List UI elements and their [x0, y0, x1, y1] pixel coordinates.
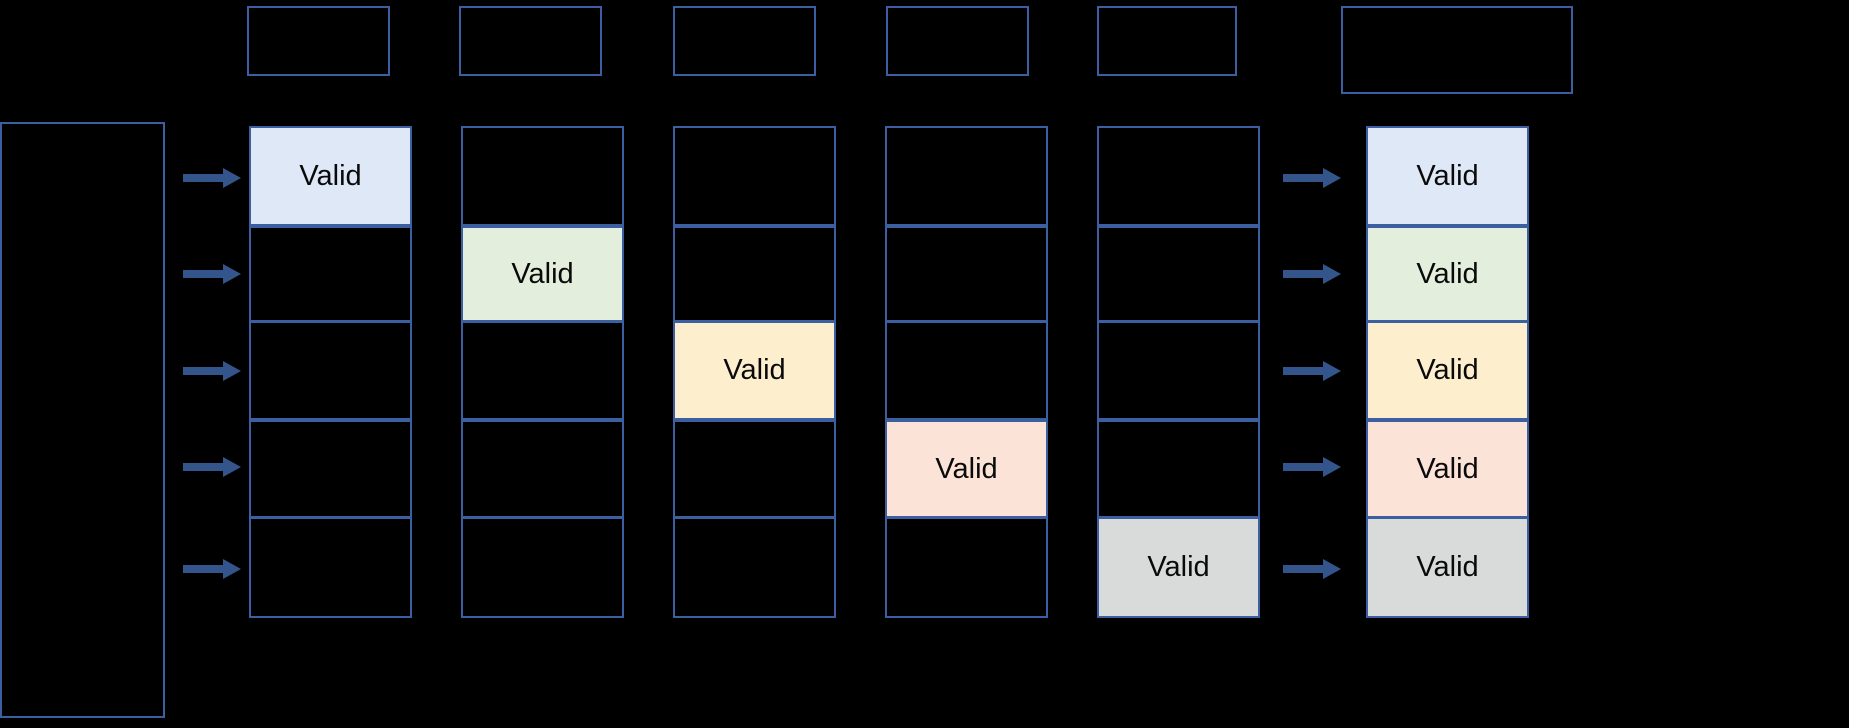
column-5-cell-4-empty[interactable] [1097, 420, 1260, 518]
column-3-cell-1-empty[interactable] [673, 126, 836, 226]
column-4-cell-2-empty[interactable] [885, 226, 1048, 322]
column-1-cell-1-valid[interactable]: Valid [249, 126, 412, 226]
column-2-cell-4-empty[interactable] [461, 420, 624, 518]
arrow-out-4-icon [1283, 454, 1341, 480]
arrow-in-1-icon [183, 165, 241, 191]
column-4-cell-3-empty[interactable] [885, 321, 1048, 420]
column-2-cell-5-empty[interactable] [461, 517, 624, 618]
column-2-cell-2-valid[interactable]: Valid [461, 226, 624, 322]
header-1 [247, 6, 390, 76]
arrow-in-2-icon [183, 261, 241, 287]
arrow-out-2-icon [1283, 261, 1341, 287]
header-2 [459, 6, 602, 76]
source-pool-box [0, 122, 165, 718]
column-1-cell-5-empty[interactable] [249, 517, 412, 618]
column-2-cell-3-empty[interactable] [461, 321, 624, 420]
column-1-cell-4-empty[interactable] [249, 420, 412, 518]
column-6-result-cell-2-valid[interactable]: Valid [1366, 226, 1529, 322]
column-3-cell-5-empty[interactable] [673, 517, 836, 618]
header-4 [886, 6, 1029, 76]
column-6-result-cell-3-valid[interactable]: Valid [1366, 321, 1529, 420]
column-4-cell-4-valid[interactable]: Valid [885, 420, 1048, 518]
column-6-result-cell-4-valid[interactable]: Valid [1366, 420, 1529, 518]
arrow-out-3-icon [1283, 358, 1341, 384]
column-6-result-cell-5-valid[interactable]: Valid [1366, 517, 1529, 618]
arrow-in-4-icon [183, 454, 241, 480]
column-1-cell-2-empty[interactable] [249, 226, 412, 322]
column-3-cell-4-empty[interactable] [673, 420, 836, 518]
header-6 [1341, 6, 1573, 94]
column-2-cell-1-empty[interactable] [461, 126, 624, 226]
column-5-cell-5-valid[interactable]: Valid [1097, 517, 1260, 618]
column-3-cell-3-valid[interactable]: Valid [673, 321, 836, 420]
column-5-cell-3-empty[interactable] [1097, 321, 1260, 420]
column-6-result-cell-1-valid[interactable]: Valid [1366, 126, 1529, 226]
header-5 [1097, 6, 1237, 76]
column-5-cell-2-empty[interactable] [1097, 226, 1260, 322]
arrow-in-3-icon [183, 358, 241, 384]
arrow-out-5-icon [1283, 556, 1341, 582]
arrow-out-1-icon [1283, 165, 1341, 191]
column-4-cell-1-empty[interactable] [885, 126, 1048, 226]
arrow-in-5-icon [183, 556, 241, 582]
header-3 [673, 6, 816, 76]
column-4-cell-5-empty[interactable] [885, 517, 1048, 618]
column-1-cell-3-empty[interactable] [249, 321, 412, 420]
column-5-cell-1-empty[interactable] [1097, 126, 1260, 226]
column-3-cell-2-empty[interactable] [673, 226, 836, 322]
